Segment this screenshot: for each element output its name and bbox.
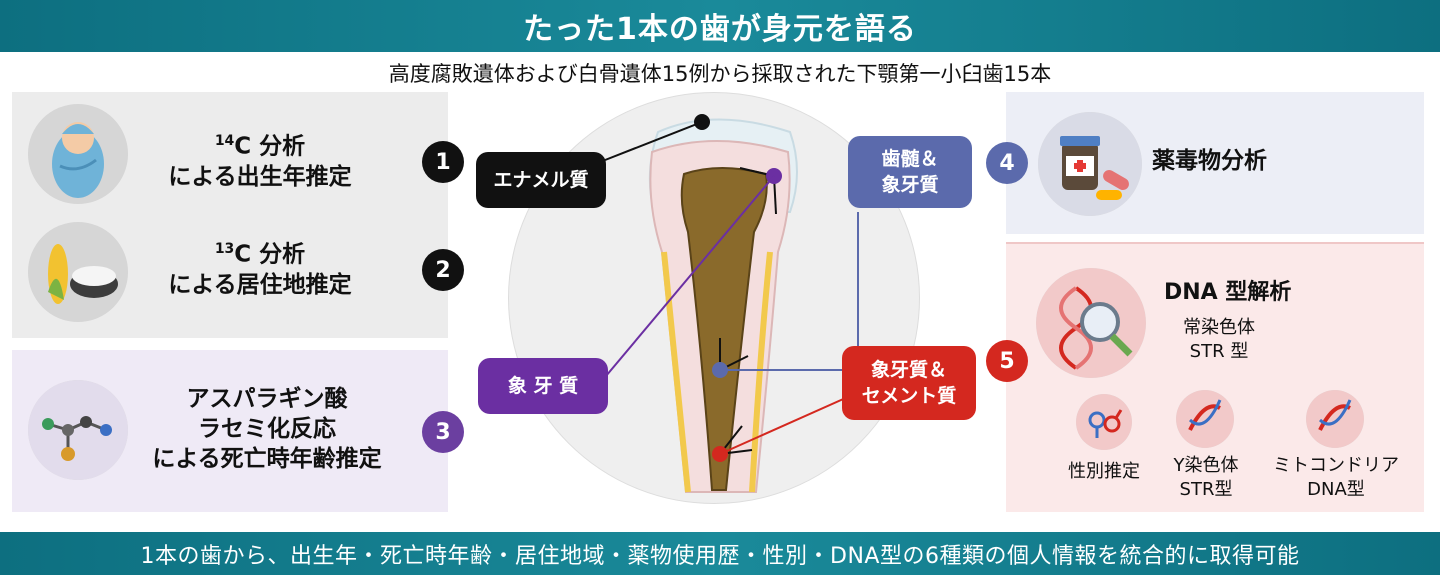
title-bar: たった1本の歯が身元を語る xyxy=(0,0,1440,52)
tag-dentin-cementum: 象牙質＆ セメント質 xyxy=(842,346,976,420)
tag-enamel: エナメル質 xyxy=(476,152,606,208)
label-age: アスパラギン酸 ラセミ化反応 による死亡時年齢推定 xyxy=(152,386,382,472)
molecule-icon xyxy=(28,380,128,480)
num-1: 1 xyxy=(422,141,464,183)
num-4: 4 xyxy=(986,142,1028,184)
label-sex: 性別推定 xyxy=(1068,461,1140,482)
medicine-icon xyxy=(1038,112,1142,216)
mito-dna-icon xyxy=(1306,390,1364,448)
label-mito: ミトコンドリア DNA型 xyxy=(1273,455,1399,500)
label-y-str: Y染色体 STR型 xyxy=(1173,455,1239,500)
tag-pulp-dentin: 歯髄＆ 象牙質 xyxy=(848,136,972,208)
num-3: 3 xyxy=(422,411,464,453)
footer-bar: 1本の歯から、出生年・死亡時年齢・居住地域・薬物使用歴・性別・DNA型の6種類の… xyxy=(0,532,1440,575)
baby-icon xyxy=(28,104,128,204)
dna-magnifier-icon xyxy=(1036,268,1146,378)
sex-symbol-icon xyxy=(1076,394,1132,450)
num-5: 5 xyxy=(986,340,1028,382)
footer-text: 1本の歯から、出生年・死亡時年齢・居住地域・薬物使用歴・性別・DNA型の6種類の… xyxy=(140,543,1300,569)
num-2: 2 xyxy=(422,249,464,291)
y-dna-icon xyxy=(1176,390,1234,448)
label-birth-year: 14C 分析 による出生年推定 xyxy=(168,133,352,190)
corn-rice-icon xyxy=(28,222,128,322)
label-residence: 13C 分析 による居住地推定 xyxy=(168,241,352,298)
label-drug: 薬毒物分析 xyxy=(1152,148,1267,174)
label-dna: DNA 型解析 xyxy=(1164,280,1292,305)
page-title: たった1本の歯が身元を語る xyxy=(523,12,917,47)
tag-dentin: 象 牙 質 xyxy=(478,358,608,414)
subtitle: 高度腐敗遺体および白骨遺体15例から採取された下顎第一小臼歯15本 xyxy=(388,62,1052,86)
label-autosomal: 常染色体 STR 型 xyxy=(1183,317,1255,362)
